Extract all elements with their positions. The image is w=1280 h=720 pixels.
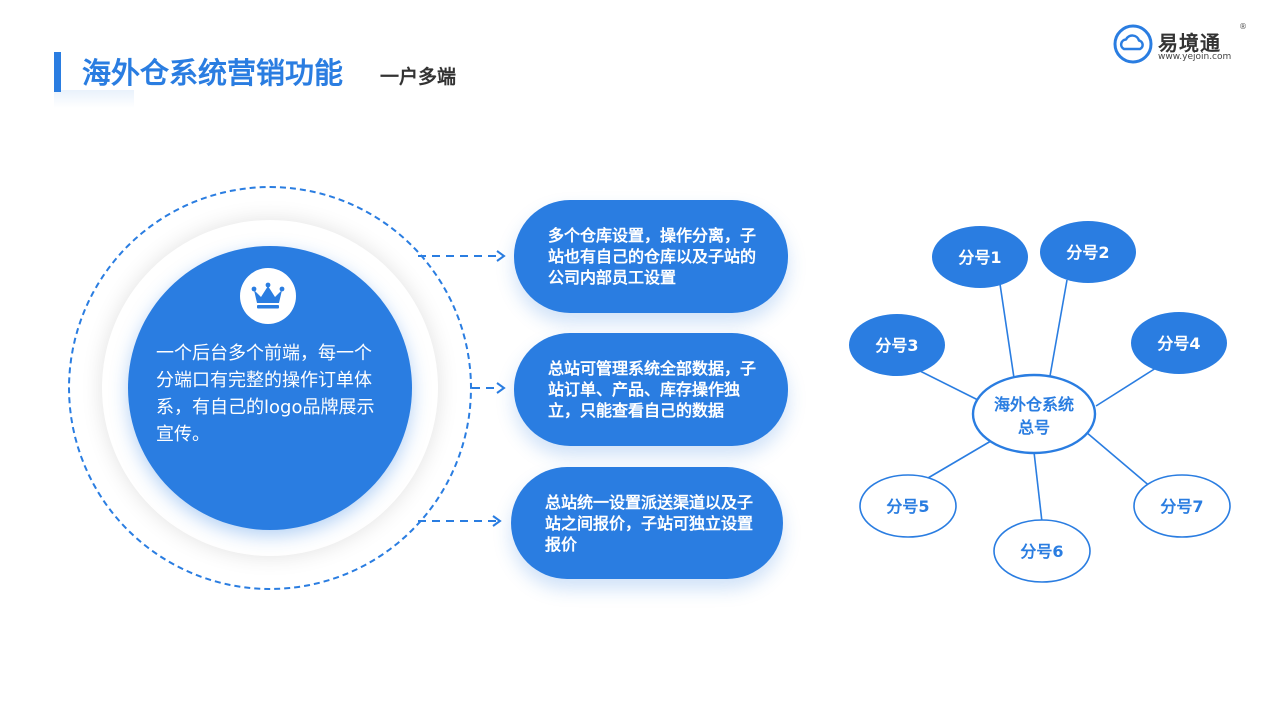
branch-node-7: 分号7 [1133, 474, 1231, 538]
crown-badge [240, 268, 296, 324]
title-accent-bar [54, 52, 61, 92]
branch-label-6: 分号6 [1020, 542, 1063, 561]
feature-text-2: 总站可管理系统全部数据，子站订单、产品、库存操作独立，只能查看自己的数据 [548, 359, 757, 420]
branch-node-6: 分号6 [993, 519, 1091, 583]
arrow-to-feature-1 [418, 250, 506, 262]
arrow-to-feature-2 [472, 382, 506, 394]
branch-label-4: 分号4 [1157, 334, 1200, 353]
brand-url: www.yejoin.com [1158, 52, 1232, 62]
feature-card-3: 总站统一设置派送渠道以及子站之间报价，子站可独立设置报价 [511, 467, 783, 579]
branch-node-5: 分号5 [859, 474, 957, 538]
center-description: 一个后台多个前端，每一个分端口有完整的操作订单体系，有自己的logo品牌展示宣传… [156, 343, 375, 445]
branch-label-7: 分号7 [1160, 497, 1203, 516]
brand-name: 易境通 [1158, 31, 1221, 55]
hub-node: 海外仓系统 总号 [971, 373, 1097, 455]
network-spokes [917, 279, 1157, 523]
outer-dashed-ring [68, 186, 472, 590]
page-subtitle: 一户多端 [380, 66, 457, 88]
title-accent-shadow [54, 90, 134, 108]
feature-card-2: 总站可管理系统全部数据，子站订单、产品、库存操作独立，只能查看自己的数据 [514, 333, 788, 446]
cloud-icon [1113, 24, 1153, 64]
feature-text-3: 总站统一设置派送渠道以及子站之间报价，子站可独立设置报价 [545, 492, 754, 554]
branch-node-3: 分号3 [849, 314, 945, 376]
feature-card-1: 多个仓库设置，操作分离，子站也有自己的仓库以及子站的公司内部员工设置 [514, 200, 788, 313]
registered-mark: ® [1239, 22, 1247, 31]
branch-label-1: 分号1 [958, 248, 1001, 267]
feature-text-1: 多个仓库设置，操作分离，子站也有自己的仓库以及子站的公司内部员工设置 [548, 226, 757, 287]
arrow-to-feature-3 [418, 515, 502, 527]
hub-label-line-1: 海外仓系统 [994, 395, 1074, 414]
branch-node-1: 分号1 [932, 226, 1028, 288]
branch-node-4: 分号4 [1131, 312, 1227, 374]
brand-logo: 易境通 ® www.yejoin.com [1112, 22, 1252, 66]
branch-label-2: 分号2 [1066, 243, 1109, 262]
hub-label-line-2: 总号 [1018, 418, 1050, 437]
crown-icon [251, 282, 285, 309]
page-title: 海外仓系统营销功能 [82, 56, 344, 90]
branch-node-2: 分号2 [1040, 221, 1136, 283]
branch-label-3: 分号3 [875, 336, 918, 355]
branch-label-5: 分号5 [886, 497, 929, 516]
